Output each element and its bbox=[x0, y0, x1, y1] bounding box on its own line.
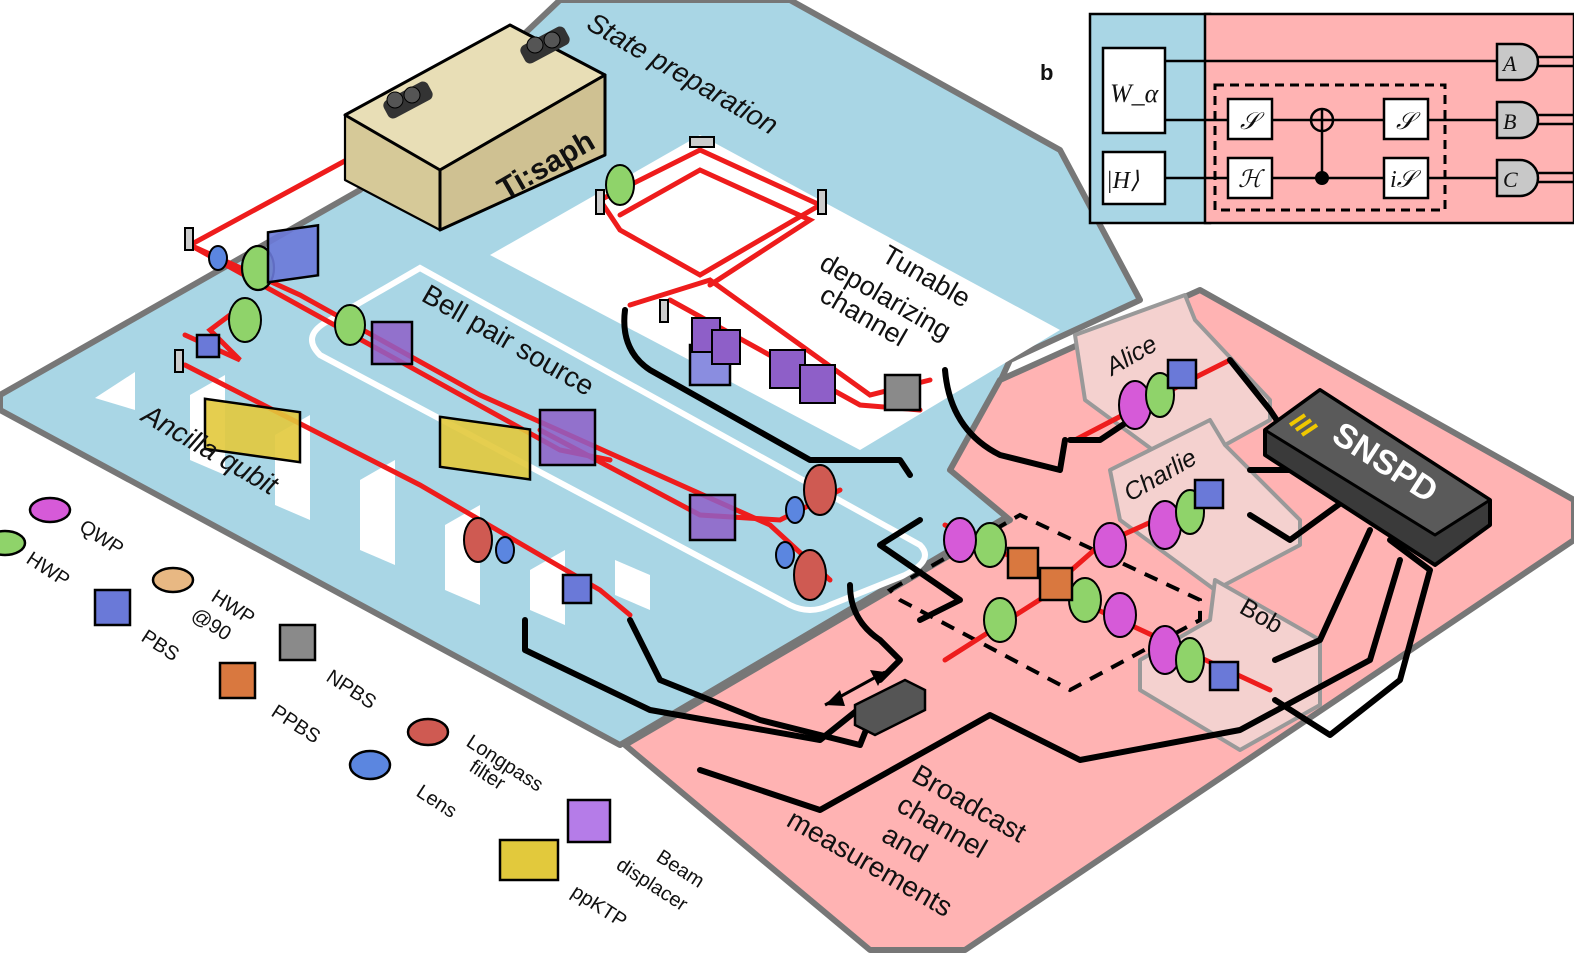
svg-text:ℋ: ℋ bbox=[1238, 167, 1265, 193]
tunable-channel-plate bbox=[490, 135, 1060, 450]
svg-text:QWP: QWP bbox=[75, 516, 127, 560]
measurement-a: A bbox=[1495, 42, 1540, 82]
legend-ppktp: ppKTP bbox=[498, 838, 631, 933]
svg-text:NPBS: NPBS bbox=[322, 666, 380, 714]
svg-text:B: B bbox=[1503, 109, 1516, 134]
legend: QWP HWP HWP @90 PBS NPBS PPBS Longpass f… bbox=[0, 496, 708, 933]
svg-text:HWP: HWP bbox=[22, 548, 73, 592]
legend-hwp90: HWP @90 bbox=[151, 566, 258, 645]
legend-ppbs: PPBS bbox=[218, 661, 324, 749]
circuit-input-w-alpha bbox=[1101, 46, 1167, 135]
state-preparation-plate bbox=[0, 0, 1143, 748]
svg-text:Lens: Lens bbox=[412, 781, 460, 823]
legend-lens: Lens bbox=[348, 749, 461, 823]
cnot-control bbox=[1315, 171, 1329, 185]
optical-fibers bbox=[522, 307, 1433, 813]
svg-text:W_α: W_α bbox=[1110, 79, 1160, 108]
optical-elements bbox=[174, 136, 1240, 737]
ancilla-stripes bbox=[95, 372, 650, 625]
circuit-input-h bbox=[1101, 150, 1167, 206]
circuit-dashed-box bbox=[886, 512, 1202, 693]
measurement-b: B bbox=[1495, 100, 1540, 140]
circuit-diagram: W_α |H⟩ 𝒮 ℋ 𝒮 i𝒮 A B C bbox=[1088, 12, 1574, 225]
svg-text:|H⟩: |H⟩ bbox=[1106, 168, 1140, 194]
panel-label: b bbox=[1040, 60, 1053, 85]
gate-h bbox=[1226, 156, 1274, 200]
legend-qwp: QWP bbox=[28, 496, 127, 560]
svg-text:ppKTP: ppKTP bbox=[567, 881, 630, 933]
legend-hwp: HWP bbox=[0, 529, 73, 592]
svg-text:PBS: PBS bbox=[137, 626, 183, 666]
gate-s-1 bbox=[1226, 97, 1274, 141]
measurement-c: C bbox=[1495, 158, 1540, 198]
svg-text:A: A bbox=[1501, 51, 1517, 76]
bell-pair-outline bbox=[309, 264, 928, 613]
cnot-target bbox=[1309, 107, 1335, 133]
legend-npbs: NPBS bbox=[278, 623, 380, 714]
gate-is bbox=[1382, 156, 1430, 200]
tisaph-laser: Ti:saph bbox=[343, 23, 607, 232]
svg-text:PPBS: PPBS bbox=[267, 701, 324, 749]
gate-s-2 bbox=[1382, 97, 1430, 141]
legend-pbs: PBS bbox=[93, 588, 183, 666]
svg-text:C: C bbox=[1503, 167, 1518, 192]
